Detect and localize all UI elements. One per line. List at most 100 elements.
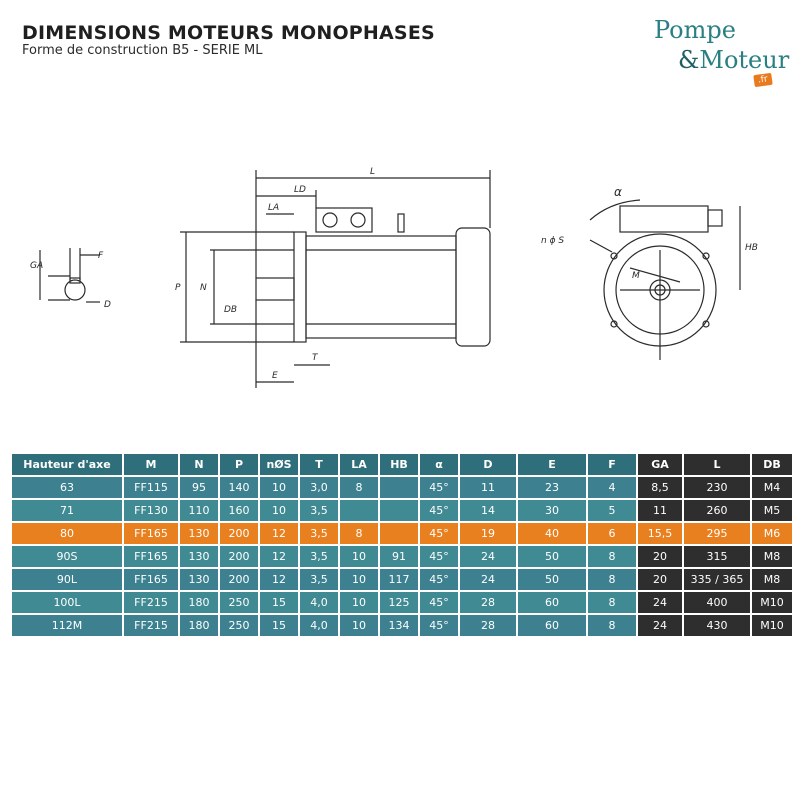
label-db: DB <box>224 305 237 315</box>
table-header-row: Hauteur d'axe M N P nØS T LA HB α D E F … <box>12 454 792 475</box>
table-cell: 400 <box>684 592 750 613</box>
label-t: T <box>312 353 319 363</box>
col-header-l: L <box>684 454 750 475</box>
label-ns: n ϕ S <box>541 236 564 246</box>
page-subtitle: Forme de construction B5 - SERIE ML <box>22 43 263 58</box>
col-header-d: D <box>460 454 516 475</box>
table-cell: 24 <box>638 592 682 613</box>
table-cell <box>380 500 418 521</box>
table-cell: 180 <box>180 592 218 613</box>
shaft-key-section <box>39 248 100 303</box>
label-d: D <box>104 300 111 310</box>
col-header-n: N <box>180 454 218 475</box>
table-cell: 250 <box>220 615 258 636</box>
col-header-db: DB <box>752 454 792 475</box>
table-cell: 315 <box>684 546 750 567</box>
table-cell: 10 <box>340 546 378 567</box>
logo-word-moteur: &Moteur <box>678 46 789 74</box>
col-header-hauteur: Hauteur d'axe <box>12 454 122 475</box>
table-cell: 200 <box>220 569 258 590</box>
table-cell: 12 <box>260 569 298 590</box>
table-cell: M10 <box>752 615 792 636</box>
page-title: DIMENSIONS MOTEURS MONOPHASES <box>22 22 435 44</box>
table-cell: 50 <box>518 569 586 590</box>
motor-front-view <box>589 199 741 360</box>
table-cell: 10 <box>260 477 298 498</box>
table-cell: 430 <box>684 615 750 636</box>
table-cell: 45° <box>420 546 458 567</box>
table-cell: 4,0 <box>300 615 338 636</box>
table-cell: 45° <box>420 615 458 636</box>
table-cell: 14 <box>460 500 516 521</box>
label-e: E <box>272 371 278 381</box>
table-cell: 140 <box>220 477 258 498</box>
col-header-e: E <box>518 454 586 475</box>
table-cell: M8 <box>752 546 792 567</box>
table-cell: 12 <box>260 523 298 544</box>
table-cell: 90L <box>12 569 122 590</box>
table-cell: 10 <box>260 500 298 521</box>
table-cell: 4,0 <box>300 592 338 613</box>
col-header-ga: GA <box>638 454 682 475</box>
table-cell: 3,5 <box>300 569 338 590</box>
label-hb: HB <box>745 243 758 253</box>
table-cell: 8 <box>588 569 636 590</box>
table-cell: 3,5 <box>300 546 338 567</box>
table-cell: 20 <box>638 546 682 567</box>
table-cell: 112M <box>12 615 122 636</box>
table-cell: M10 <box>752 592 792 613</box>
table-cell: FF165 <box>124 569 178 590</box>
table-cell: 30 <box>518 500 586 521</box>
col-header-la: LA <box>340 454 378 475</box>
table-cell: 3,5 <box>300 500 338 521</box>
table-cell: 45° <box>420 477 458 498</box>
table-cell: M6 <box>752 523 792 544</box>
label-n: N <box>200 283 207 293</box>
table-cell: M5 <box>752 500 792 521</box>
label-la: LA <box>268 203 279 213</box>
table-cell: M4 <box>752 477 792 498</box>
label-l: L <box>370 167 375 177</box>
table-cell: 91 <box>380 546 418 567</box>
table-cell: 180 <box>180 615 218 636</box>
table-cell: 160 <box>220 500 258 521</box>
table-cell <box>380 477 418 498</box>
table-cell: 23 <box>518 477 586 498</box>
table-cell: 12 <box>260 546 298 567</box>
table-cell: 100L <box>12 592 122 613</box>
col-header-hb: HB <box>380 454 418 475</box>
table-cell: FF165 <box>124 523 178 544</box>
brand-logo: Pompe &Moteur .fr <box>650 16 790 92</box>
table-cell: 8 <box>588 546 636 567</box>
table-cell: 250 <box>220 592 258 613</box>
table-cell: 15 <box>260 615 298 636</box>
table-cell: 28 <box>460 615 516 636</box>
table-cell: 63 <box>12 477 122 498</box>
table-cell: 28 <box>460 592 516 613</box>
table-cell: 8,5 <box>638 477 682 498</box>
col-header-p: P <box>220 454 258 475</box>
table-cell: 10 <box>340 615 378 636</box>
table-cell: FF215 <box>124 615 178 636</box>
label-alpha: α <box>614 185 622 199</box>
table-cell: 230 <box>684 477 750 498</box>
table-cell: 45° <box>420 523 458 544</box>
table-cell: 60 <box>518 592 586 613</box>
table-cell: 295 <box>684 523 750 544</box>
table-cell: 6 <box>588 523 636 544</box>
table-cell <box>380 523 418 544</box>
table-cell: 10 <box>340 569 378 590</box>
table-cell: FF215 <box>124 592 178 613</box>
col-header-f: F <box>588 454 636 475</box>
table-cell: 45° <box>420 569 458 590</box>
table-cell: 15,5 <box>638 523 682 544</box>
table-cell: 110 <box>180 500 218 521</box>
table-cell: 40 <box>518 523 586 544</box>
table-cell: 130 <box>180 569 218 590</box>
table-cell: 200 <box>220 523 258 544</box>
